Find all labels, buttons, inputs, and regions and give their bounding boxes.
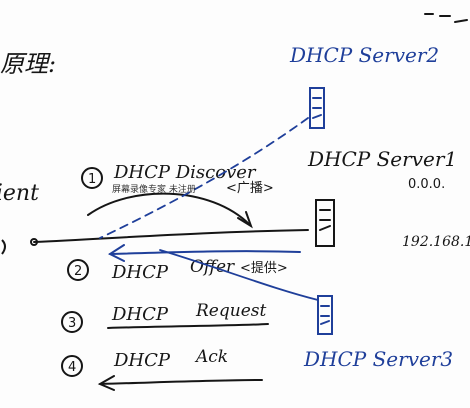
step-2-label: DHCP bbox=[111, 262, 169, 283]
step-4-arrow bbox=[99, 379, 263, 385]
server3: DHCP Server3 bbox=[159, 249, 453, 371]
step-3-label: DHCP bbox=[111, 304, 169, 325]
step-2-note: <提供> bbox=[240, 260, 288, 276]
server2: DHCP Server2 bbox=[99, 43, 439, 239]
server1-address-top: 0.0.0. bbox=[408, 177, 445, 192]
step-4-circle bbox=[61, 355, 83, 377]
network-line bbox=[30, 229, 309, 246]
server2-link bbox=[99, 117, 309, 239]
step-4-label: DHCP bbox=[113, 350, 171, 371]
server-icon bbox=[317, 295, 333, 335]
client-label: Client bbox=[0, 181, 39, 206]
step-4-number: 4 bbox=[68, 360, 76, 375]
server1-label: DHCP Server1 bbox=[307, 147, 457, 171]
server-icon bbox=[315, 199, 335, 247]
offer-arrow bbox=[107, 244, 301, 262]
server1: DHCP Server1 0.0.0. 192.168.1. bbox=[307, 147, 470, 250]
client-marker bbox=[1, 239, 6, 255]
server2-label: DHCP Server2 bbox=[289, 43, 439, 67]
step-2-number: 2 bbox=[74, 264, 82, 279]
server3-link bbox=[159, 249, 319, 301]
step-3-underline bbox=[107, 323, 269, 329]
step-4-arrowhead bbox=[97, 375, 115, 391]
step-1: 1 DHCP Discover <广播> bbox=[81, 162, 274, 196]
step-2-circle bbox=[67, 259, 89, 281]
step-3: 3 DHCP Request bbox=[61, 301, 269, 333]
heading: 原理: bbox=[0, 50, 56, 78]
server1-address-bottom: 192.168.1. bbox=[402, 234, 470, 250]
watermark: 屏幕录像专家 未注册 bbox=[112, 185, 196, 195]
step-1-note: <广播> bbox=[226, 181, 274, 196]
step-1-number: 1 bbox=[88, 172, 96, 187]
server3-label: DHCP Server3 bbox=[303, 347, 453, 371]
step-4-message: Ack bbox=[194, 347, 228, 367]
step-1-circle bbox=[81, 167, 103, 189]
discover-arrow bbox=[87, 192, 253, 229]
corner-dashes bbox=[424, 13, 468, 23]
server-icon bbox=[309, 87, 325, 129]
step-1-label: DHCP Discover bbox=[113, 162, 257, 183]
step-3-circle bbox=[61, 311, 83, 333]
step-3-message: Request bbox=[195, 301, 266, 321]
step-3-number: 3 bbox=[68, 316, 76, 331]
step-2: 2 DHCP Offer <提供> bbox=[67, 257, 288, 283]
step-4: 4 DHCP Ack bbox=[61, 347, 263, 391]
